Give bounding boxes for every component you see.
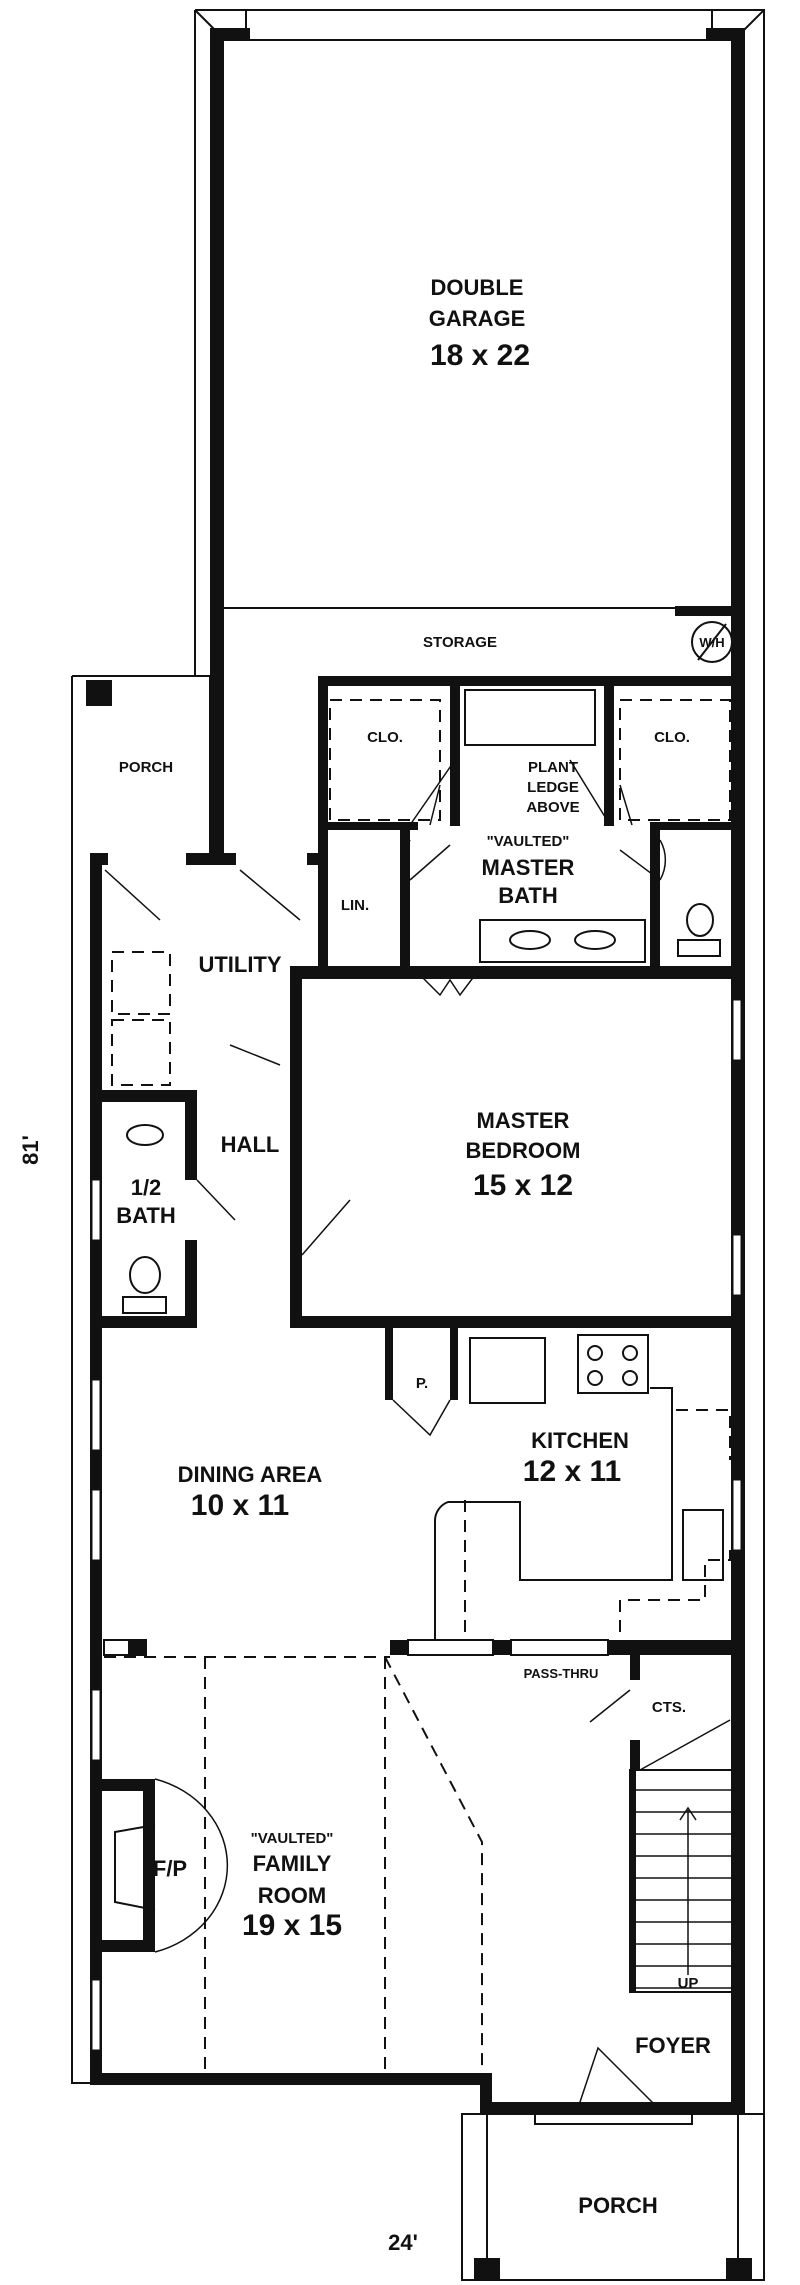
storage-label: STORAGE [423,634,497,651]
water-heater-icon [691,621,733,663]
half-bath-label: 1/2 [131,1175,162,1200]
master-bath-label: BATH [498,883,557,908]
plant-ledge-label: ABOVE [526,799,579,816]
master-suite-walls [290,676,745,1328]
plant-ledge-label: LEDGE [527,779,579,796]
front-walls [90,2046,765,2281]
master-bedroom-size: 15 x 12 [473,1169,573,1202]
porch-post [86,680,112,706]
family-room-size: 19 x 15 [242,1909,342,1942]
coats-label: CTS. [652,1699,686,1716]
dining-size: 10 x 11 [191,1489,289,1522]
front-porch-label: PORCH [578,2193,657,2218]
pass-thru-label: PASS-THRU [524,1666,599,1681]
garage-label: DOUBLE [431,275,524,300]
outer-outline [71,9,765,2280]
linen-label: LIN. [341,897,369,914]
family-room-note: "VAULTED" [251,1830,334,1847]
water-heater-label: W/H [699,635,724,650]
stairs-up-label: UP [678,1975,699,1992]
kitchen-label: KITCHEN [531,1428,629,1453]
stairs [629,1769,739,1993]
utility-walls [90,853,351,2083]
fireplace-label: F/P [153,1856,187,1881]
closet-right-label: CLO. [654,729,690,746]
master-bedroom-label: BEDROOM [466,1138,581,1163]
closet-left-label: CLO. [367,729,403,746]
garage-label: GARAGE [429,306,526,331]
pantry-label: P. [416,1375,428,1392]
garage-size: 18 x 22 [430,339,530,372]
width-dimension: 24' [388,2230,418,2255]
family-room-label: FAMILY [253,1851,332,1876]
depth-dimension: 81' [18,1135,43,1165]
plant-ledge-label: PLANT [528,759,578,776]
side-porch-label: PORCH [119,759,173,776]
fireplace-icon [97,1778,229,1953]
master-bath-label: MASTER [482,855,575,880]
foyer-label: FOYER [635,2033,711,2058]
hall-label: HALL [221,1132,280,1157]
family-room-label: ROOM [258,1883,326,1908]
kitchen-walls [385,1328,731,1640]
utility-label: UTILITY [198,952,281,977]
master-bedroom-label: MASTER [477,1108,570,1133]
porch-post [474,2258,500,2280]
kitchen-size: 12 x 11 [523,1455,621,1488]
garage-walls [210,28,745,2113]
half-bath-label: BATH [116,1203,175,1228]
windows [91,999,742,2051]
divider-walls [103,1639,745,2075]
porch-post [726,2258,752,2280]
dining-label: DINING AREA [178,1462,323,1487]
master-bath-note: "VAULTED" [487,833,570,850]
